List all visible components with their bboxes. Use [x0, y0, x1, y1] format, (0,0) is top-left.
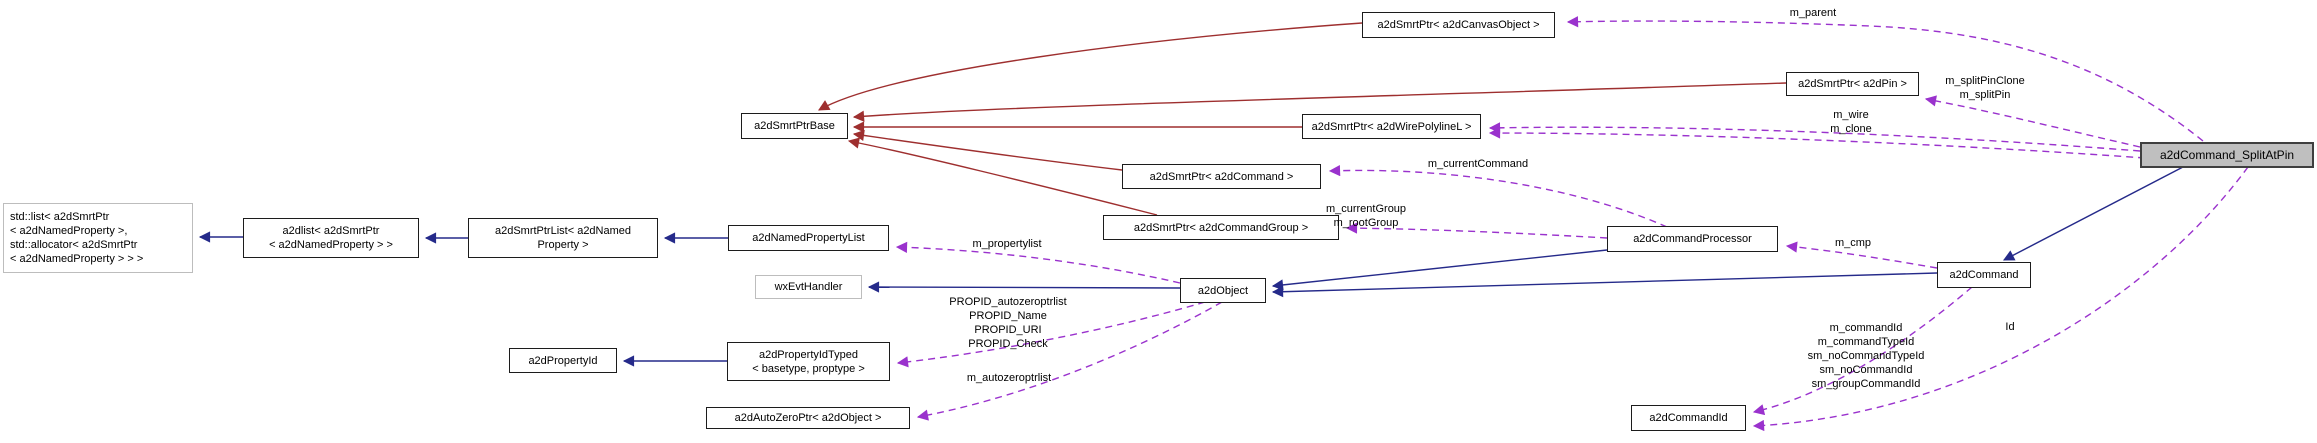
- edge-inherit-command-object: [1271, 272, 1938, 298]
- edge-usage-m-clone: [1488, 127, 2146, 159]
- edge-label-groups: m_currentGroup m_rootGroup: [1325, 203, 1407, 229]
- edge-base-canvasobject: [818, 22, 1363, 111]
- edge-inherit-object-wxevthandler: [867, 281, 1181, 293]
- edge-usage-m-wire: [1488, 122, 2141, 152]
- node-a2dsmrtptr-wirepolyline[interactable]: a2dSmrtPtr< a2dWirePolylineL >: [1302, 114, 1481, 139]
- node-a2dsmrtptr-commandgroup[interactable]: a2dSmrtPtr< a2dCommandGroup >: [1103, 215, 1339, 240]
- node-a2dpropertyidtyped[interactable]: a2dPropertyIdTyped < basetype, proptype …: [727, 342, 890, 381]
- node-a2dsmrtptrbase[interactable]: a2dSmrtPtrBase: [741, 113, 848, 139]
- node-wxevthandler: wxEvtHandler: [755, 275, 862, 299]
- edge-base-pin: [852, 82, 1787, 122]
- edge-label-propids: PROPID_autozeroptrlist PROPID_Name PROPI…: [949, 296, 1067, 350]
- edge-usage-m-currentcommand: [1328, 165, 1668, 228]
- edge-label-m-cmp: m_cmp: [1834, 237, 1872, 249]
- node-a2dautozeroptr[interactable]: a2dAutoZeroPtr< a2dObject >: [706, 407, 910, 429]
- edge-label-splitpin: m_splitPinClone m_splitPin: [1945, 75, 2025, 101]
- node-a2dsmrtptr-command[interactable]: a2dSmrtPtr< a2dCommand >: [1122, 164, 1321, 189]
- edge-usage-m-autozeroptrlist: [916, 301, 1223, 421]
- node-a2dsmrtptr-canvasobject[interactable]: a2dSmrtPtr< a2dCanvasObject >: [1362, 12, 1555, 38]
- edge-label-command-ids: m_commandId m_commandTypeId sm_noCommand…: [1807, 322, 1925, 390]
- edge-usage-propids: [896, 301, 1206, 368]
- node-a2dcommandid[interactable]: a2dCommandId: [1631, 405, 1746, 431]
- node-a2dcommand[interactable]: a2dCommand: [1937, 262, 2031, 288]
- edge-usage-m-parent: [1566, 16, 2204, 142]
- edge-label-m-parent: m_parent: [1789, 7, 1837, 19]
- edge-base-command: [852, 129, 1123, 171]
- edge-label-m-propertylist: m_propertylist: [972, 238, 1042, 250]
- edge-inherit-splitatpin-command: [2003, 166, 2184, 261]
- node-a2dsmrtptrlist[interactable]: a2dSmrtPtrList< a2dNamed Property >: [468, 218, 658, 258]
- node-a2dcommand-splitatpin: a2dCommand_SplitAtPin: [2140, 142, 2314, 168]
- node-a2dsmrtptr-pin[interactable]: a2dSmrtPtr< a2dPin >: [1786, 72, 1919, 96]
- edge-usage-m-splitpin: [1924, 95, 2141, 148]
- edge-usage-m-propertylist: [895, 241, 1181, 284]
- edge-usage-command-ids: [1752, 286, 1973, 416]
- edge-label-id: Id: [2005, 321, 2015, 333]
- node-std-list: std::list< a2dSmrtPtr < a2dNamedProperty…: [3, 203, 193, 273]
- node-a2dnamedpropertylist[interactable]: a2dNamedPropertyList: [728, 225, 889, 251]
- edge-label-m-currentcommand: m_currentCommand: [1427, 158, 1529, 170]
- node-a2dpropertyid[interactable]: a2dPropertyId: [509, 348, 617, 373]
- edge-label-m-autozeroptrlist: m_autozeroptrlist: [966, 372, 1052, 384]
- node-a2dlist[interactable]: a2dlist< a2dSmrtPtr < a2dNamedProperty >…: [243, 218, 419, 258]
- node-a2dcommandprocessor[interactable]: a2dCommandProcessor: [1607, 226, 1778, 252]
- edge-base-commandgroup: [847, 137, 1158, 216]
- edge-usage-m-cmp: [1785, 241, 1938, 269]
- node-a2dobject[interactable]: a2dObject: [1180, 278, 1266, 303]
- edge-inherit-processor-object: [1271, 249, 1608, 291]
- edge-label-wire: m_wire m_clone: [1830, 109, 1872, 135]
